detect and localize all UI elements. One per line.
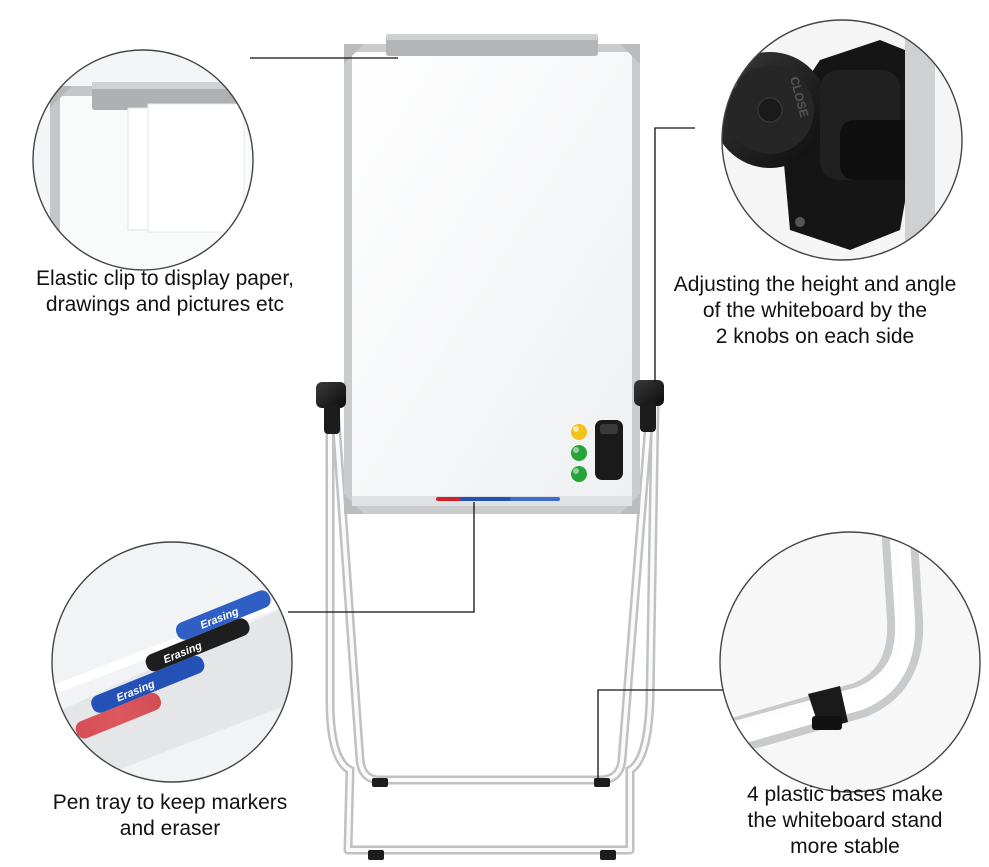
caption-line: more stable [790,835,900,858]
whiteboard-easel [316,34,664,860]
detail-pen-tray: Erasing Erasing Erasing [51,541,293,783]
caption-paper-clip: Elastic clip to display paper, drawings … [0,266,330,318]
tray-leader [288,502,475,613]
detail-knob: OPEN CLOSE [721,19,963,261]
left-knob [316,382,346,434]
right-knob [634,380,664,432]
board-surface [352,52,632,506]
caption-line: drawings and pictures etc [45,293,285,316]
caption-line: of the whiteboard by the [702,299,928,322]
caption-line: Adjusting the height and angle [673,273,957,296]
caption-plastic-base: 4 plastic bases make the whiteboard stan… [700,782,989,860]
base-leader [597,689,744,778]
caption-line: 2 knobs on each side [715,325,915,348]
plastic-feet [368,778,616,860]
detail-paper-clip [32,49,254,271]
caption-knob: Adjusting the height and angle of the wh… [640,272,989,350]
magnets [571,424,587,482]
eraser [595,420,623,480]
knob-leader [654,127,695,382]
caption-pen-tray: Pen tray to keep markers and eraser [20,790,320,842]
caption-line: Pen tray to keep markers [52,791,288,814]
tray-markers [436,497,560,501]
caption-line: the whiteboard stand [747,809,943,832]
caption-line: Elastic clip to display paper, [36,267,294,290]
caption-line: 4 plastic bases make [746,783,944,806]
detail-plastic-base [719,531,981,793]
caption-line: and eraser [119,817,221,840]
callout-lines [250,57,744,778]
